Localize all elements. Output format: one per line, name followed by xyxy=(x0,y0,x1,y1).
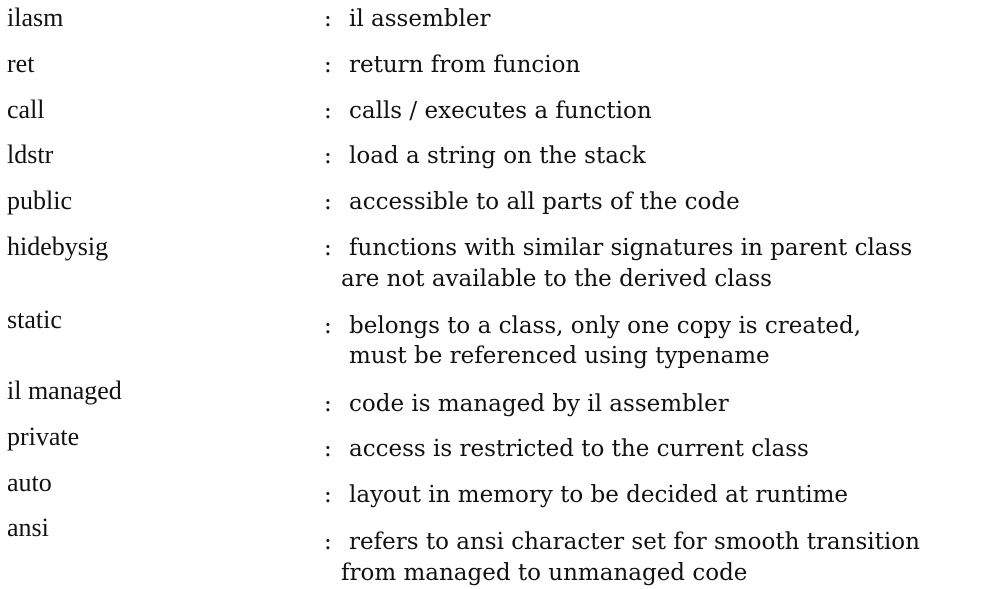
definition-ansi: refers to ansi character set for smooth … xyxy=(349,529,920,555)
separator-colon: : xyxy=(324,52,332,78)
definition-ldstr: load a string on the stack xyxy=(349,143,646,169)
definition-ret: return from funcion xyxy=(349,52,581,78)
definition-public: accessible to all parts of the code xyxy=(349,189,740,215)
term-call: call xyxy=(7,95,45,124)
separator-colon: : xyxy=(324,529,332,555)
separator-colon: : xyxy=(324,391,332,417)
term-hidebysig: hidebysig xyxy=(7,232,109,261)
definition-call: calls / executes a function xyxy=(349,98,652,124)
term-ldstr: ldstr xyxy=(7,140,54,169)
definition-auto: layout in memory to be decided at runtim… xyxy=(349,482,849,508)
term-auto: auto xyxy=(7,468,52,497)
term-il-managed: il managed xyxy=(7,376,122,405)
term-ret: ret xyxy=(7,49,35,78)
separator-colon: : xyxy=(324,98,332,124)
separator-colon: : xyxy=(324,235,332,261)
separator-colon: : xyxy=(324,189,332,215)
definition-static: belongs to a class, only one copy is cre… xyxy=(349,313,862,339)
definition-private: access is restricted to the current clas… xyxy=(349,436,809,462)
definition-static-continued: must be referenced using typename xyxy=(349,343,770,369)
definition-hidebysig: functions with similar signatures in par… xyxy=(349,235,913,261)
term-ansi: ansi xyxy=(7,513,49,542)
definition-ilasm: il assembler xyxy=(349,6,491,32)
definition-hidebysig-continued: are not available to the derived class xyxy=(341,266,772,292)
separator-colon: : xyxy=(324,6,332,32)
separator-colon: : xyxy=(324,482,332,508)
definition-il-managed: code is managed by il assembler xyxy=(349,391,729,417)
separator-colon: : xyxy=(324,143,332,169)
term-static: static xyxy=(7,305,62,334)
term-public: public xyxy=(7,186,72,215)
term-ilasm: ilasm xyxy=(7,3,64,32)
definition-ansi-continued: from managed to unmanaged code xyxy=(341,560,748,586)
separator-colon: : xyxy=(324,436,332,462)
term-private: private xyxy=(7,422,80,451)
separator-colon: : xyxy=(324,313,332,339)
